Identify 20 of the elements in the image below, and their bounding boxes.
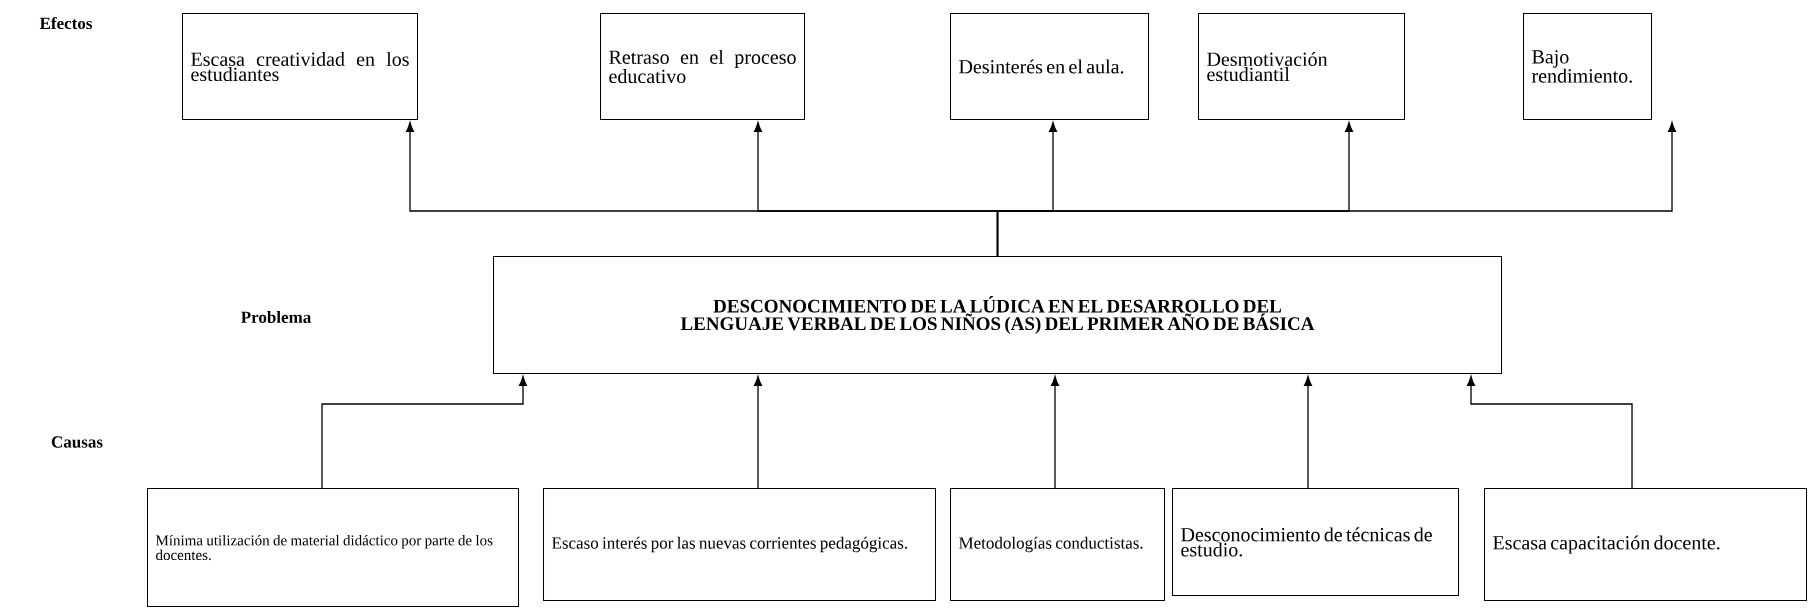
- effect-box: Desmotivación estudiantil: [1198, 13, 1405, 120]
- cause-box: Escasa capacitación docente.: [1484, 488, 1807, 601]
- row-label: Causas: [51, 436, 103, 448]
- row-label: Efectos: [39, 16, 92, 30]
- arrow: [996, 122, 1677, 257]
- effect-box: Desinterés en el aula.: [950, 13, 1149, 120]
- effect-box: Bajo rendimiento.: [1523, 13, 1652, 120]
- cause-box: Metodologías conductistas.: [950, 488, 1165, 601]
- arrow: [321, 376, 528, 489]
- problem-box: DESCONOCIMIENTO DE LA LÚDICA EN EL DESARROLLO DEL LENGUAJE VERBAL DE LOS NIÑOS (AS) DEL PRIMER AÑO DE BÁSICA: [493, 256, 1502, 374]
- arrow: [1467, 376, 1633, 489]
- arrow: [1304, 376, 1313, 489]
- arrow: [1051, 376, 1060, 489]
- row-label: Problema: [241, 311, 311, 323]
- effect-box: Retraso en el proceso educativo: [600, 13, 805, 120]
- cause-box: Desconocimiento de técnicas de estudio.: [1172, 488, 1459, 596]
- cause-box: Mínima utilización de material didáctico por parte de los docentes.: [147, 488, 519, 607]
- arrow: [754, 376, 763, 489]
- effect-box: Escasa creatividad en los estudiantes: [182, 13, 418, 120]
- cause-box: Escaso interés por las nuevas corrientes pedagógicas.: [543, 488, 936, 601]
